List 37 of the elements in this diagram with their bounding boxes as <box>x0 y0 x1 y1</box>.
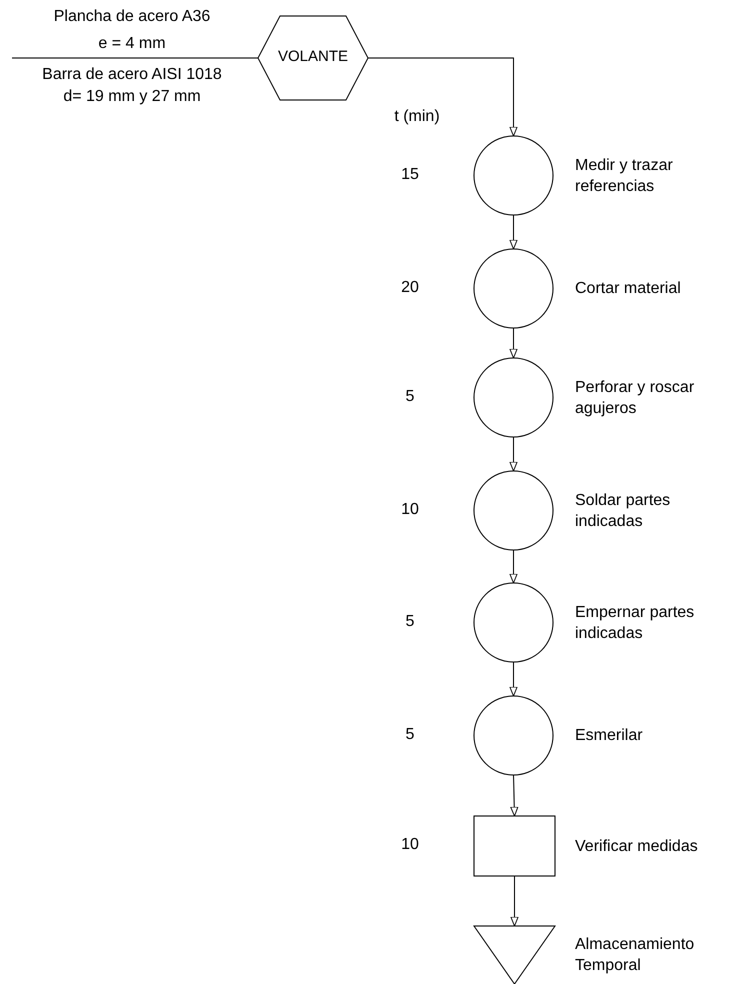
time-value: 20 <box>400 278 420 296</box>
material-label: Barra de acero AISI 1018 <box>41 66 223 84</box>
arrow <box>510 876 519 926</box>
step-description: Almacenamiento Temporal <box>575 935 696 976</box>
operation-circle <box>474 248 554 328</box>
operation-circle <box>474 136 554 216</box>
storage-triangle <box>473 926 556 984</box>
inspection-square <box>474 816 556 876</box>
time-value: 10 <box>400 500 420 518</box>
time-value: 5 <box>404 612 416 630</box>
step-description: Perforar y roscar agujeros <box>575 378 696 418</box>
arrow <box>368 58 518 136</box>
time-value: 5 <box>404 388 416 406</box>
step-description: Medir y trazar referencias <box>575 156 674 196</box>
operation-circle <box>474 582 554 662</box>
arrow <box>509 214 518 250</box>
step-description: Soldar partes indicadas <box>575 490 672 532</box>
time-value: 10 <box>400 836 420 854</box>
operation-circle <box>474 470 554 550</box>
material-label: Plancha de acero A36 <box>52 8 212 26</box>
step-description: Cortar material <box>575 279 682 299</box>
time-value: 15 <box>400 166 420 184</box>
operation-circle <box>474 358 554 438</box>
arrow <box>509 328 518 358</box>
step-description: Esmerilar <box>575 726 644 746</box>
arrow <box>509 550 518 584</box>
operation-circle <box>474 696 554 776</box>
time-value: 5 <box>404 726 416 744</box>
arrow <box>509 662 518 696</box>
material-label: e = 4 mm <box>97 35 167 53</box>
arrow <box>509 436 518 472</box>
column-heading: t (min) <box>393 108 441 126</box>
material-label: d= 19 mm y 27 mm <box>62 88 202 106</box>
arrow <box>510 774 518 816</box>
step-description: Empernar partes indicadas <box>575 602 696 644</box>
node-label: VOLANTE <box>276 48 350 66</box>
step-description: Verificar medidas <box>575 836 699 856</box>
